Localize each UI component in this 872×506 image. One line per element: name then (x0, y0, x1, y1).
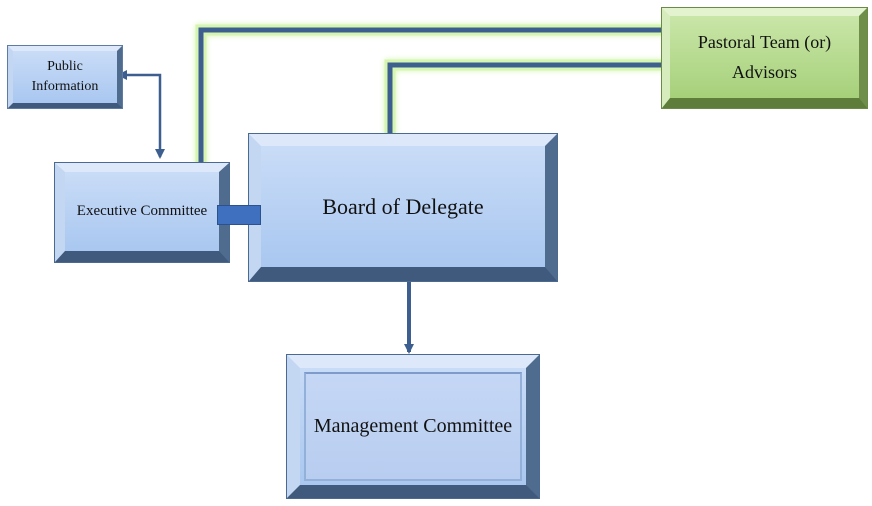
public-information-line2: Information (31, 79, 99, 94)
executive-committee-node: Executive Committee (54, 162, 230, 263)
board-of-delegate-node: Board of Delegate (248, 133, 558, 282)
pastoral-team-node: Pastoral Team (or) Advisors (661, 7, 868, 109)
management-committee-label: Management Committee (313, 415, 513, 437)
public-information-node: Public Information (7, 45, 123, 109)
management-committee-inner: Management Committee (304, 372, 522, 481)
public-information-line1: Public (47, 59, 83, 74)
pastoral-team-line2: Advisors (731, 62, 797, 82)
exec-board-connector (217, 205, 261, 225)
pastoral-team-line1: Pastoral Team (or) (697, 32, 832, 52)
board-of-delegate-label: Board of Delegate (322, 193, 484, 219)
arrow-public-exec (117, 70, 165, 159)
management-committee-node: Management Committee (286, 354, 540, 499)
line-board-pastoral (387, 62, 664, 137)
executive-committee-label: Executive Committee (76, 203, 208, 219)
glow-board-pastoral (384, 59, 664, 137)
